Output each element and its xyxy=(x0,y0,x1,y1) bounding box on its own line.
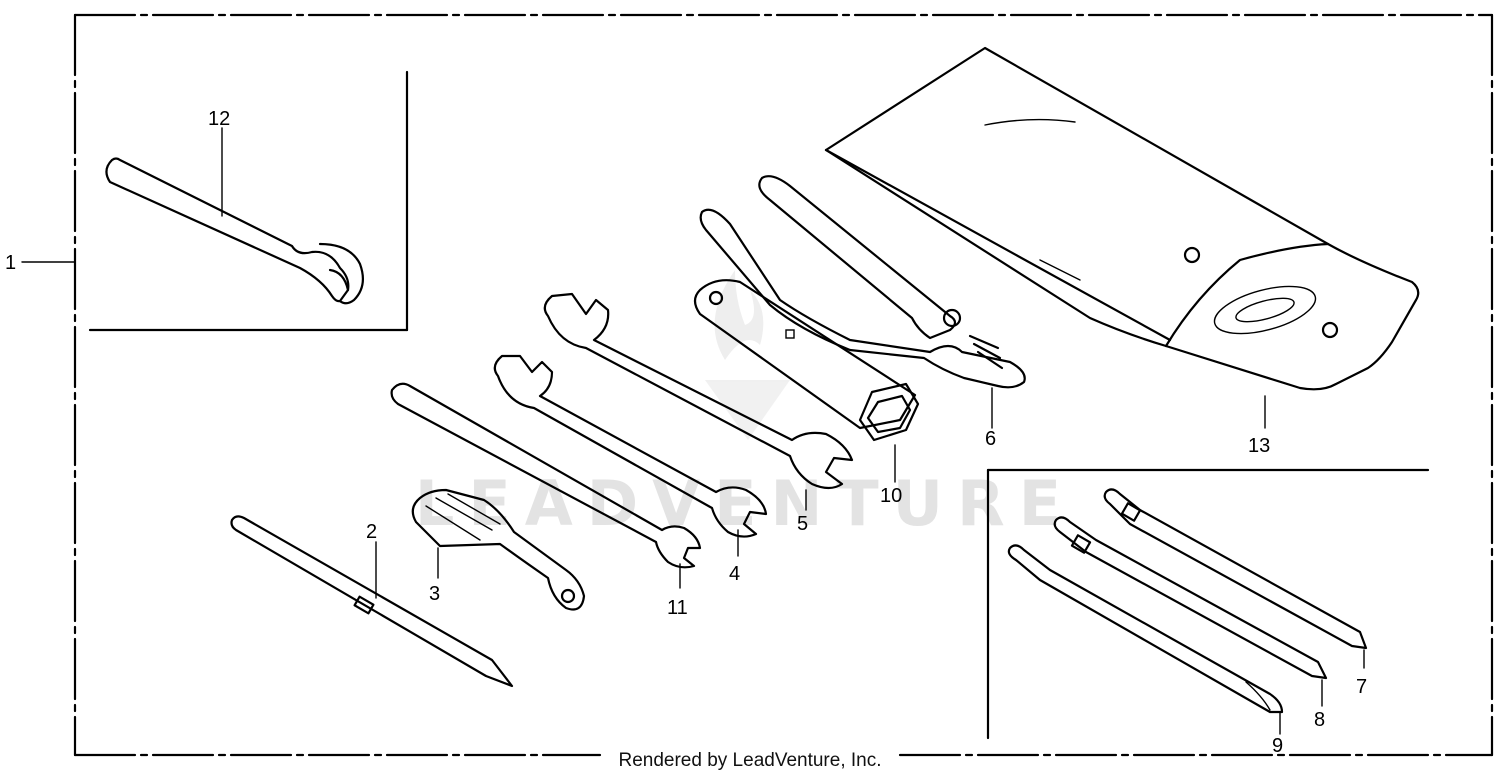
credit-text: Rendered by LeadVenture, Inc. xyxy=(618,750,881,771)
callout-2-label: 2 xyxy=(366,521,377,543)
callout-11-label: 11 xyxy=(667,597,688,619)
subassembly-frame-12 xyxy=(88,70,409,332)
subassembly-frame-7-9 xyxy=(986,468,1430,740)
watermark-logo xyxy=(705,270,790,440)
assembly-frame xyxy=(73,13,1494,757)
screwdriver-blade-7: 7 xyxy=(1103,488,1367,698)
callout-7-label: 7 xyxy=(1356,676,1367,698)
callout-10-label: 10 xyxy=(880,485,902,507)
callout-5-label: 5 xyxy=(797,513,808,535)
pin-spanner-wrench: 12 xyxy=(105,108,365,305)
screwdriver-bit: 2 xyxy=(230,515,514,688)
callout-8-label: 8 xyxy=(1314,709,1325,731)
open-end-wrench-large: 5 xyxy=(543,292,854,535)
callout-12-label: 12 xyxy=(208,108,230,130)
tool-bag: 13 xyxy=(824,46,1420,457)
screwdriver-blade-9: 9 xyxy=(1007,544,1283,757)
callout-13-label: 13 xyxy=(1248,435,1270,457)
callout-4-label: 4 xyxy=(729,563,740,585)
extension-bar: 11 xyxy=(390,382,702,619)
watermark: LEADVENTURE xyxy=(415,270,1075,540)
open-end-wrench-small: 4 xyxy=(493,354,768,585)
callout-6-label: 6 xyxy=(985,428,996,450)
callout-1-label: 1 xyxy=(5,252,16,274)
callout-9-label: 9 xyxy=(1272,735,1283,757)
screwdriver-handle: 3 xyxy=(411,488,586,611)
callout-1: 1 xyxy=(5,252,76,274)
pliers: 6 xyxy=(699,175,1026,450)
watermark-text: LEADVENTURE xyxy=(415,467,1075,540)
spark-plug-wrench: 10 xyxy=(693,279,920,507)
screwdriver-blade-8: 8 xyxy=(1053,516,1328,731)
callout-3-label: 3 xyxy=(429,583,440,605)
